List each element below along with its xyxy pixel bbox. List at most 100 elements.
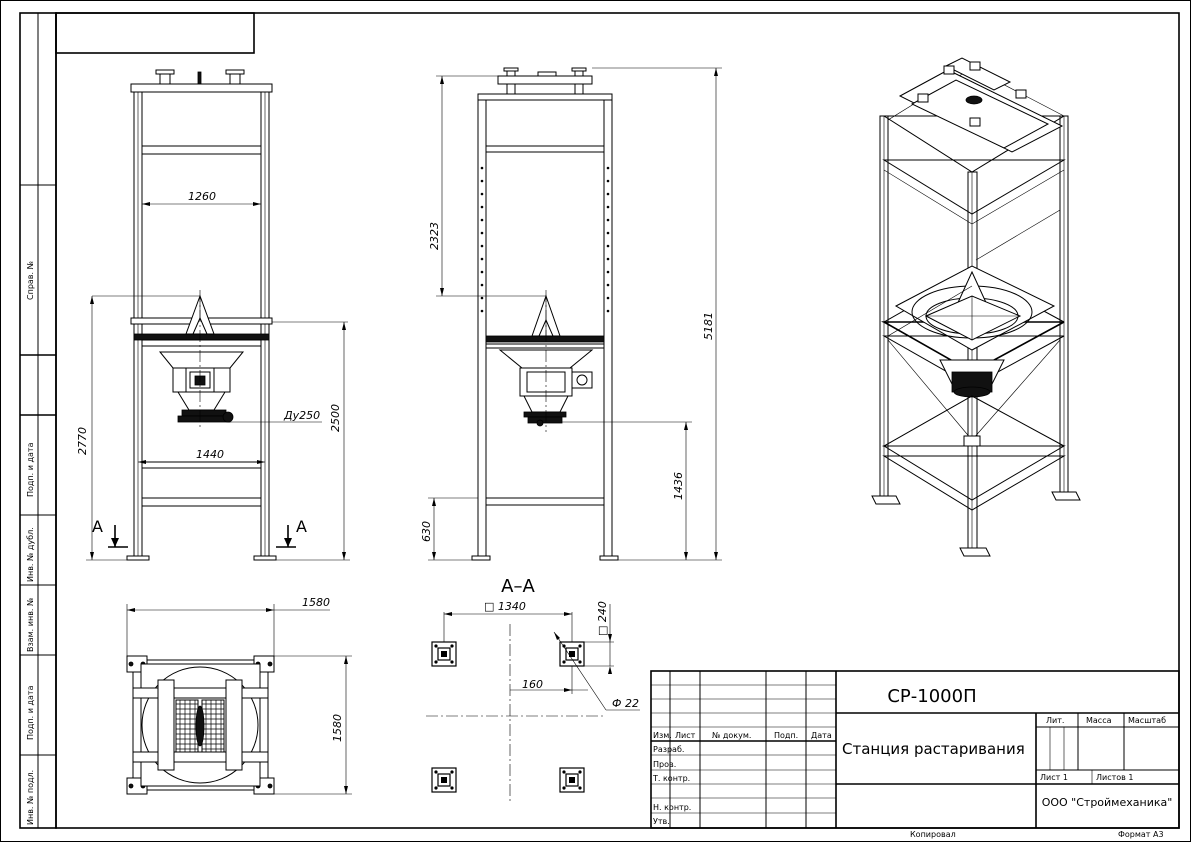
left-strip: Справ. № Подп. и дата Инв. № дубл. Взам.… [19,12,57,829]
section-title: А–А [501,576,535,597]
format-label: Формат А3 [1118,830,1164,839]
plate-hole [434,786,438,790]
row-prov: Пров. [653,760,676,769]
dim-sec-phi22: Ф 22 [612,697,639,710]
post-hole [606,179,610,183]
plate-hole [450,644,454,648]
row-nkontr: Н. контр. [653,803,691,812]
inv-dubl-label: Инв. № дубл. [26,527,35,582]
dim-front-2770: 2770 [76,427,89,455]
plate-hole [578,660,582,664]
plate-hole [434,770,438,774]
plate-hole [450,660,454,664]
company-name: ООО "Строймеханика" [1042,796,1173,809]
sheet-label: Лист 1 [1040,773,1068,782]
title-block: СР-1000П Станция растаривания ООО "Строй… [650,670,1180,829]
col-docnum: № докум. [712,731,751,740]
row-tkontr: Т. контр. [652,774,690,783]
base-plate [559,641,585,667]
plate-centre [569,651,575,657]
section-a-a: А–А □ 1340 □ 240 160 Ф 22 [426,576,640,802]
post-hole [606,218,610,222]
dim-front-base: 1440 [196,448,224,461]
dim-sec-160: 160 [522,678,543,691]
post-hole [606,231,610,235]
dim-side-5181: 5181 [702,312,715,340]
post-hole [480,231,484,235]
post-holes [480,166,610,313]
sprav-label: Справ. № [26,260,35,300]
top-view: 1580 1580 [126,596,352,795]
post-hole [606,270,610,274]
massa-label: Масса [1086,716,1112,725]
section-marker-left: A [92,517,103,536]
row-razrab: Разраб. [653,745,684,754]
plate-hole [562,660,566,664]
plate-hole [562,644,566,648]
col-list: Лист [675,731,696,740]
post-hole [480,179,484,183]
kopiroval-label: Копировал [910,830,956,839]
plate-hole [450,770,454,774]
post-hole [606,205,610,209]
dim-top-1580-v: 1580 [331,714,344,742]
plate-hole [434,644,438,648]
post-hole [480,309,484,313]
plate-hole [562,770,566,774]
grate [176,700,224,752]
dim-front-du: Ду250 [283,409,320,422]
plate-centre [569,777,575,783]
podp-label-2: Подп. и дата [26,685,35,740]
col-data: Дата [811,731,832,740]
post-hole [480,257,484,261]
side-view: 2323 5181 1436 630 [420,67,722,561]
post-hole [606,192,610,196]
plate-hole [578,770,582,774]
dim-side-630: 630 [420,521,433,542]
col-izm: Изм. [653,731,672,740]
plate-centre [441,777,447,783]
front-view: A A 1260 1440 Ду250 2770 2500 [76,69,350,561]
sheets-label: Листов 1 [1096,773,1134,782]
top-left-box [55,12,255,54]
col-podp: Подп. [774,731,798,740]
masshtab-label: Масштаб [1128,716,1166,725]
base-plate [559,767,585,793]
dim-side-2323: 2323 [428,222,441,250]
drawing-name: Станция растаривания [842,740,1025,758]
podp-label-1: Подп. и дата [26,442,35,497]
lit-label: Лит. [1046,716,1064,725]
post-hole [480,296,484,300]
section-marker-right: A [296,517,307,536]
designation: СР-1000П [887,686,976,707]
post-hole [480,218,484,222]
plate-centre [441,651,447,657]
plate-hole [450,786,454,790]
plate-hole [562,786,566,790]
dim-front-width: 1260 [188,190,216,203]
dim-side-1436: 1436 [672,472,685,500]
post-hole [480,205,484,209]
base-plates [431,641,585,793]
post-hole [480,270,484,274]
post-hole [606,309,610,313]
post-hole [606,296,610,300]
row-utv: Утв. [653,817,670,826]
post-hole [480,166,484,170]
plate-hole [578,644,582,648]
post-hole [606,244,610,248]
base-plate [431,767,457,793]
post-hole [480,192,484,196]
dim-top-1580-h: 1580 [302,596,330,609]
vzam-label: Взам. инв. № [26,597,35,652]
base-plate [431,641,457,667]
post-hole [606,166,610,170]
plate-hole [434,660,438,664]
inv-podl-label: Инв. № подл. [26,770,35,825]
post-hole [606,283,610,287]
dim-front-2500: 2500 [329,404,342,432]
post-hole [480,283,484,287]
post-hole [606,257,610,261]
post-hole [480,244,484,248]
